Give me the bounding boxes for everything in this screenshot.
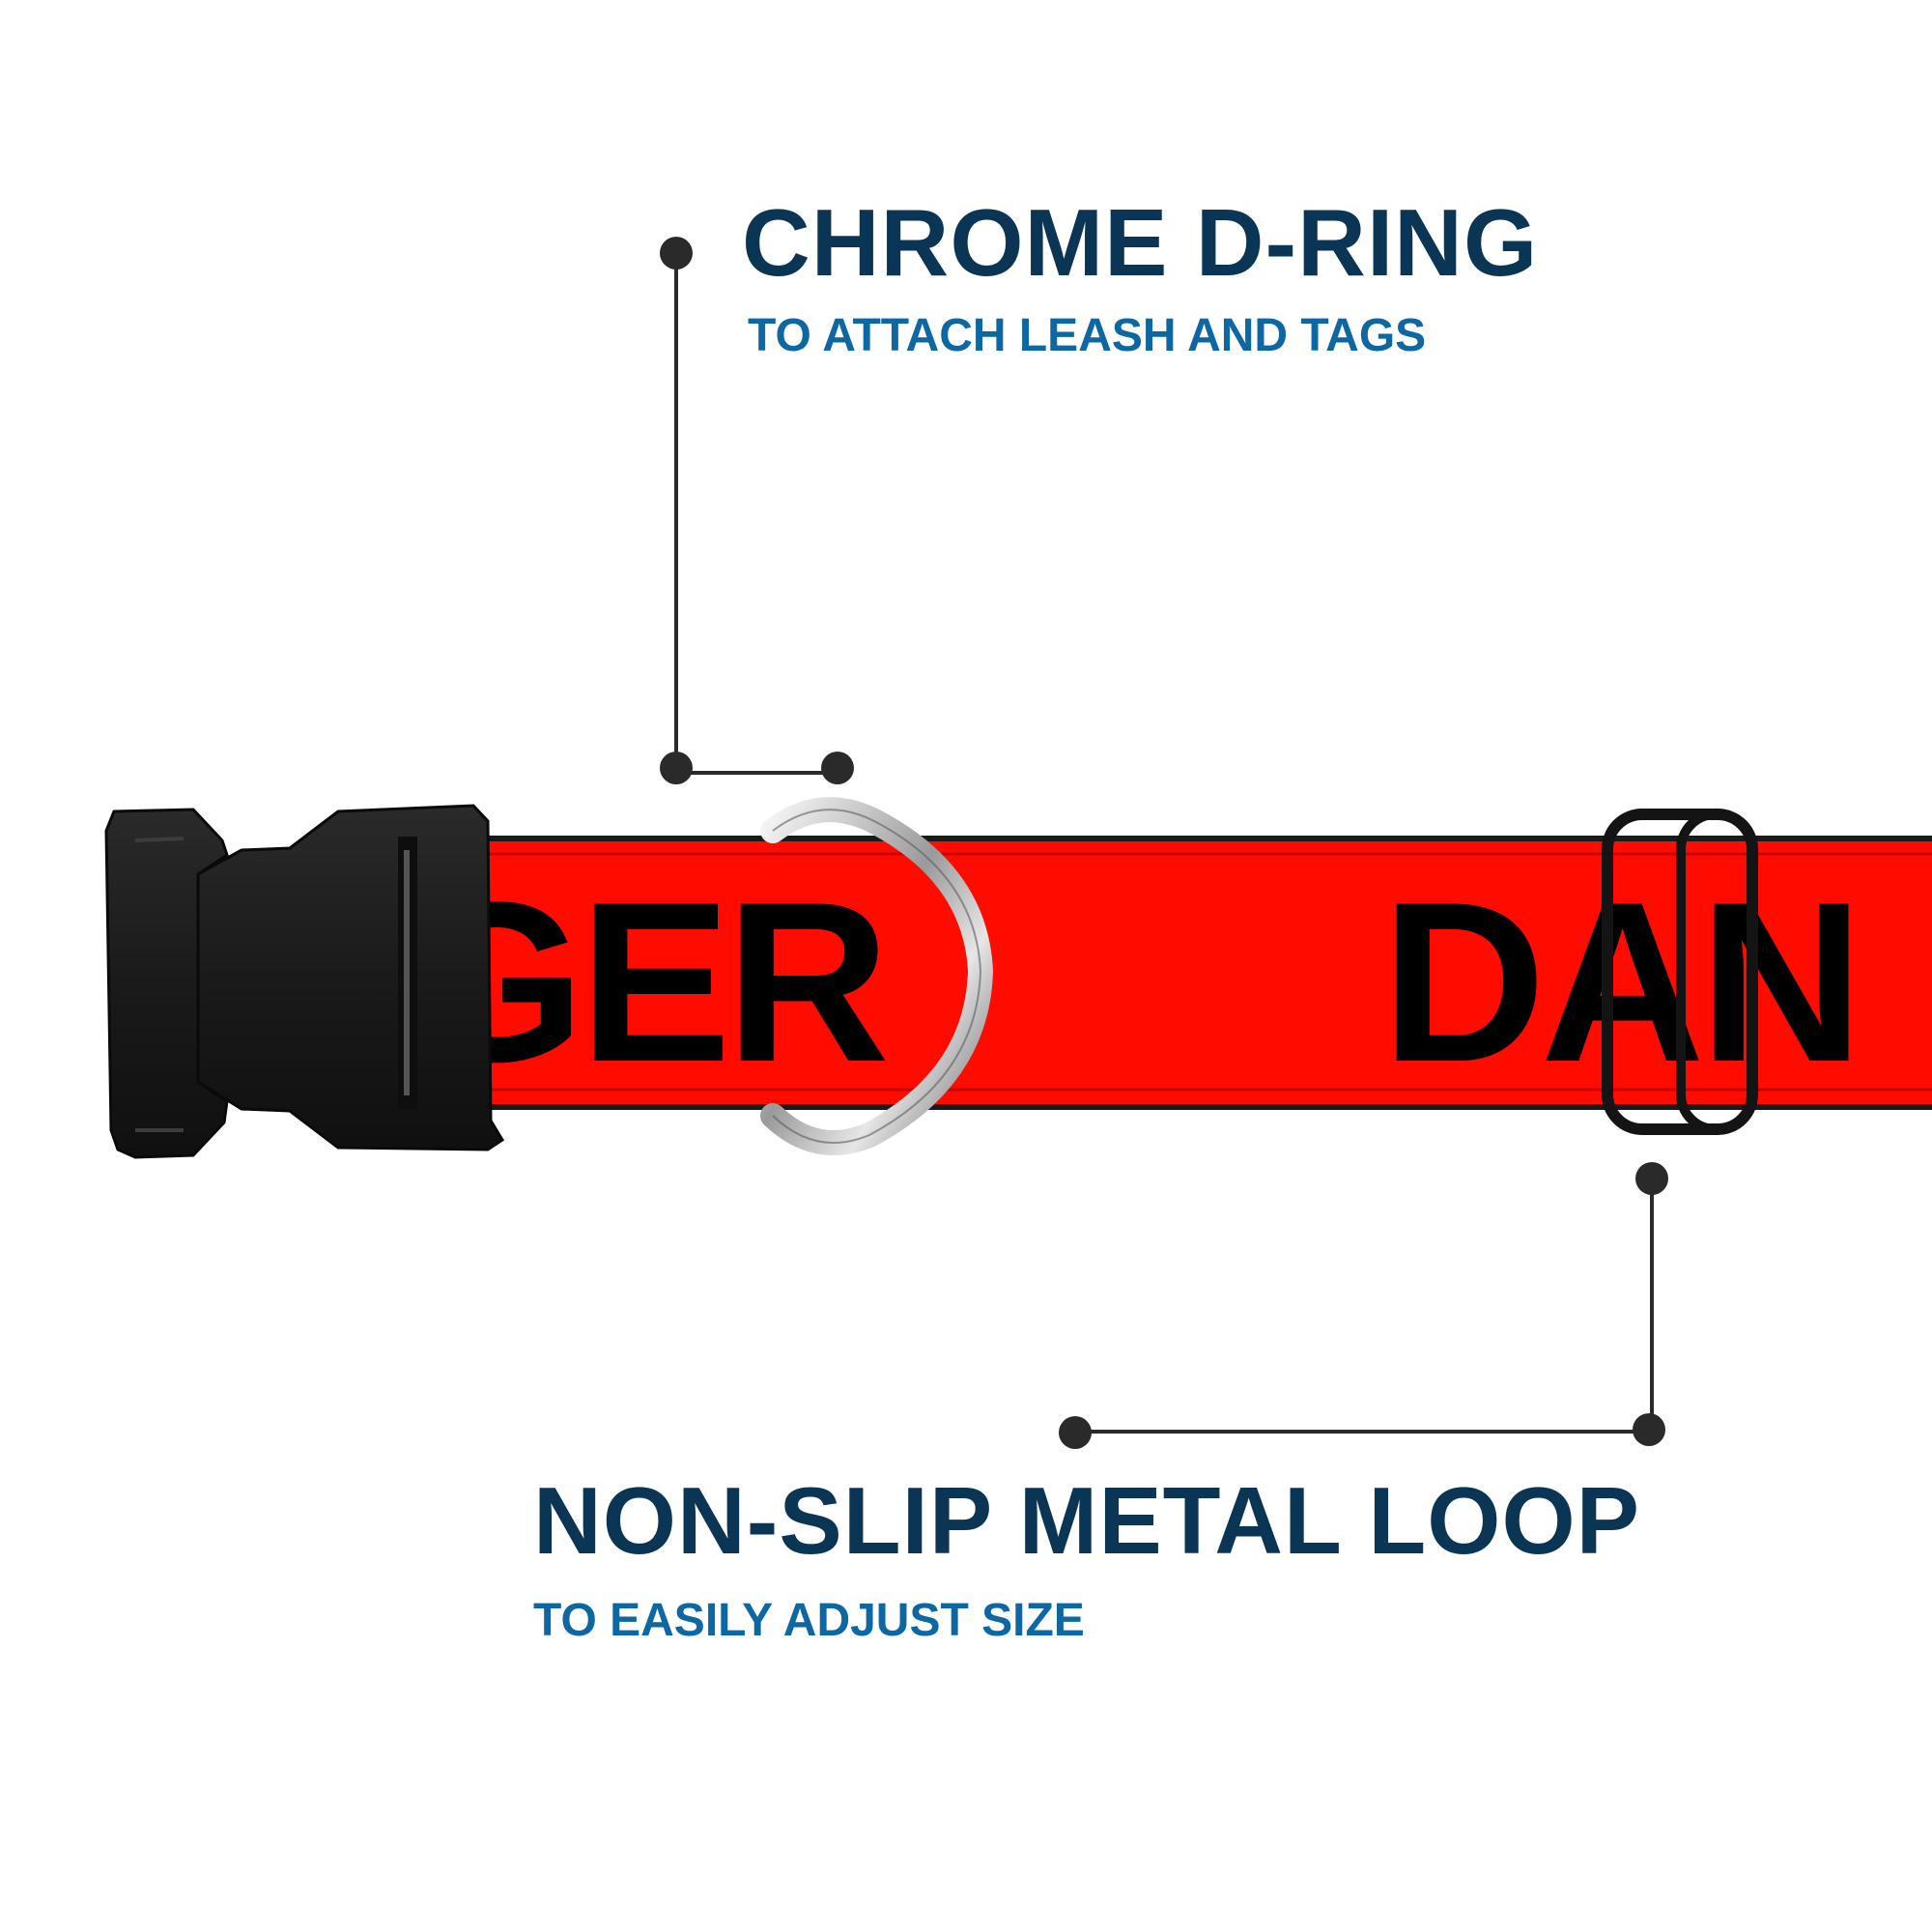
loop-subtitle: TO EASILY ADJUST SIZE bbox=[533, 1595, 1085, 1646]
d-ring-subtitle: TO ATTACH LEASH AND TAGS bbox=[748, 310, 1427, 361]
d-ring-leader-line bbox=[660, 237, 854, 784]
strap-body bbox=[386, 837, 1932, 1109]
loop-title: NON-SLIP METAL LOOP bbox=[533, 1467, 1641, 1574]
strap-text-right: DAN bbox=[1381, 855, 1858, 1110]
d-ring-icon bbox=[760, 797, 994, 1155]
strap-text-left: GER bbox=[408, 855, 886, 1110]
slide-loop-icon bbox=[1602, 809, 1758, 1135]
collar-strap: GER DAN bbox=[386, 836, 1932, 1110]
loop-leader-line bbox=[1059, 1162, 1668, 1449]
buckle-icon bbox=[104, 804, 505, 1159]
d-ring-title: CHROME D-RING bbox=[742, 189, 1539, 296]
